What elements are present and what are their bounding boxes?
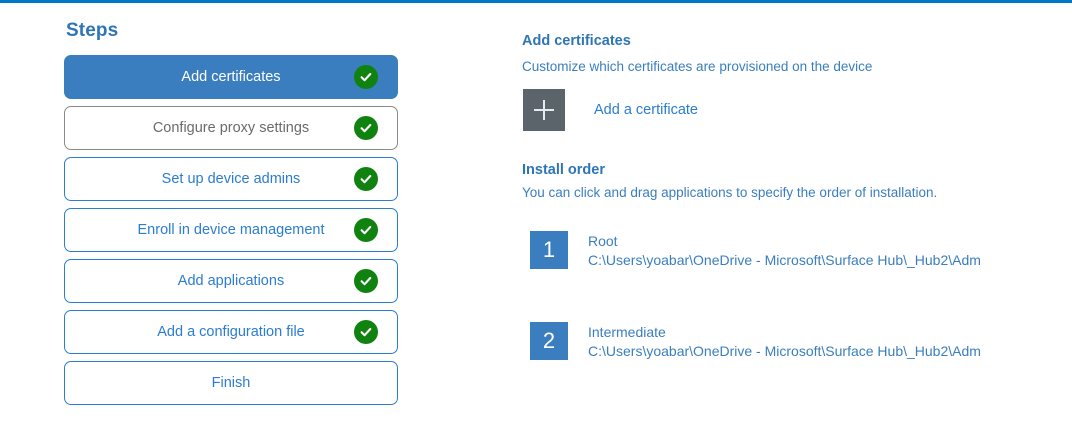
check-circle-icon bbox=[354, 116, 378, 140]
install-order-path: C:\Users\yoabar\OneDrive - Microsoft\Sur… bbox=[588, 343, 981, 359]
step-label: Configure proxy settings bbox=[152, 119, 310, 136]
step-label: Add applications bbox=[177, 272, 285, 289]
add-certificates-heading: Add certificates bbox=[522, 33, 631, 49]
install-order-subtitle: You can click and drag applications to s… bbox=[522, 185, 938, 200]
step-button-finish[interactable]: Finish bbox=[64, 361, 398, 405]
check-circle-icon bbox=[354, 65, 378, 89]
step-button-add-a-configuration-file[interactable]: Add a configuration file bbox=[64, 310, 398, 354]
install-order-number-badge: 1 bbox=[530, 231, 568, 269]
check-circle-icon bbox=[354, 167, 378, 191]
install-order-name: Root bbox=[588, 233, 618, 249]
step-label: Add a configuration file bbox=[157, 323, 305, 340]
check-circle-icon bbox=[354, 320, 378, 344]
plus-icon bbox=[523, 89, 565, 131]
step-button-add-applications[interactable]: Add applications bbox=[64, 259, 398, 303]
detail-panel: Add certificates Customize which certifi… bbox=[522, 3, 1072, 443]
top-accent-rule bbox=[0, 0, 1072, 3]
step-button-enroll-in-device-management[interactable]: Enroll in device management bbox=[64, 208, 398, 252]
step-button-configure-proxy-settings[interactable]: Configure proxy settings bbox=[64, 106, 398, 150]
add-a-certificate-label: Add a certificate bbox=[594, 102, 698, 118]
check-circle-icon bbox=[354, 269, 378, 293]
step-button-set-up-device-admins[interactable]: Set up device admins bbox=[64, 157, 398, 201]
add-certificates-subtitle: Customize which certificates are provisi… bbox=[522, 59, 873, 74]
step-label: Enroll in device management bbox=[137, 221, 325, 238]
step-button-add-certificates[interactable]: Add certificates bbox=[64, 55, 398, 99]
add-a-certificate-button[interactable]: Add a certificate bbox=[523, 89, 698, 131]
install-order-number-badge: 2 bbox=[530, 322, 568, 360]
step-label: Set up device admins bbox=[161, 170, 301, 187]
steps-title: Steps bbox=[66, 20, 119, 41]
step-label: Finish bbox=[211, 374, 251, 391]
install-order-name: Intermediate bbox=[588, 324, 666, 340]
install-order-heading: Install order bbox=[522, 162, 605, 178]
step-label: Add certificates bbox=[181, 68, 281, 85]
install-order-path: C:\Users\yoabar\OneDrive - Microsoft\Sur… bbox=[588, 252, 981, 268]
check-circle-icon bbox=[354, 218, 378, 242]
